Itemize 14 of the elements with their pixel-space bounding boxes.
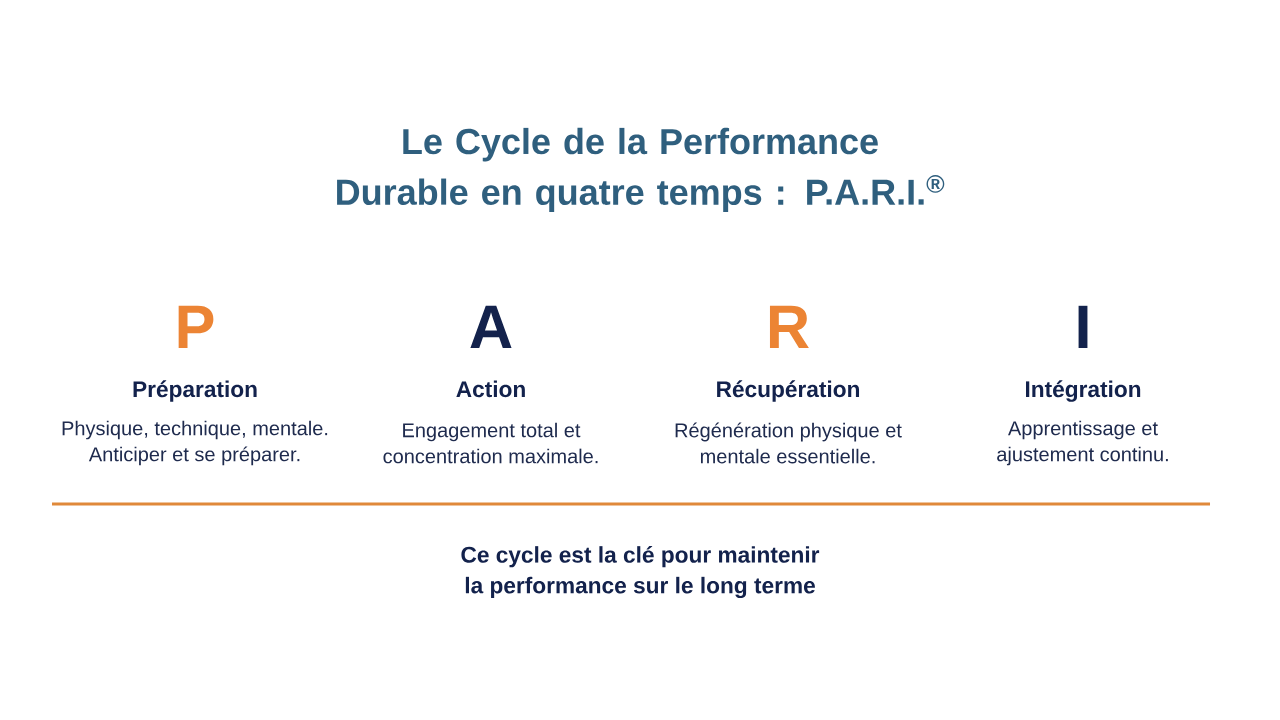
stage-description: Apprentissage et ajustement continu. — [997, 420, 1168, 466]
title: Le Cycle de la Performance Durable en quatre temps : P.A.R.I.$^{®}$ — [337, 127, 945, 213]
stage-heading: Intégration — [1026, 380, 1141, 402]
stage-heading: Préparation — [133, 380, 257, 402]
stage-letter: A — [470, 305, 512, 348]
stage-heading: Action — [456, 380, 525, 398]
stage-description: Engagement total et concentration maximale. — [383, 422, 598, 464]
stage-letter: I — [1078, 305, 1088, 348]
stage-description: Régénération physique et mentale essentielle. — [675, 422, 902, 464]
stage-letter: R — [769, 305, 809, 348]
stage-letter: P — [178, 305, 214, 348]
stage-description: Physique, technique, mentale. Anticiper et se préparer. — [62, 420, 328, 466]
caption: Ce cycle est la clé pour maintenir la performance sur le long terme — [461, 545, 820, 599]
stage-heading: Récupération — [717, 380, 859, 402]
